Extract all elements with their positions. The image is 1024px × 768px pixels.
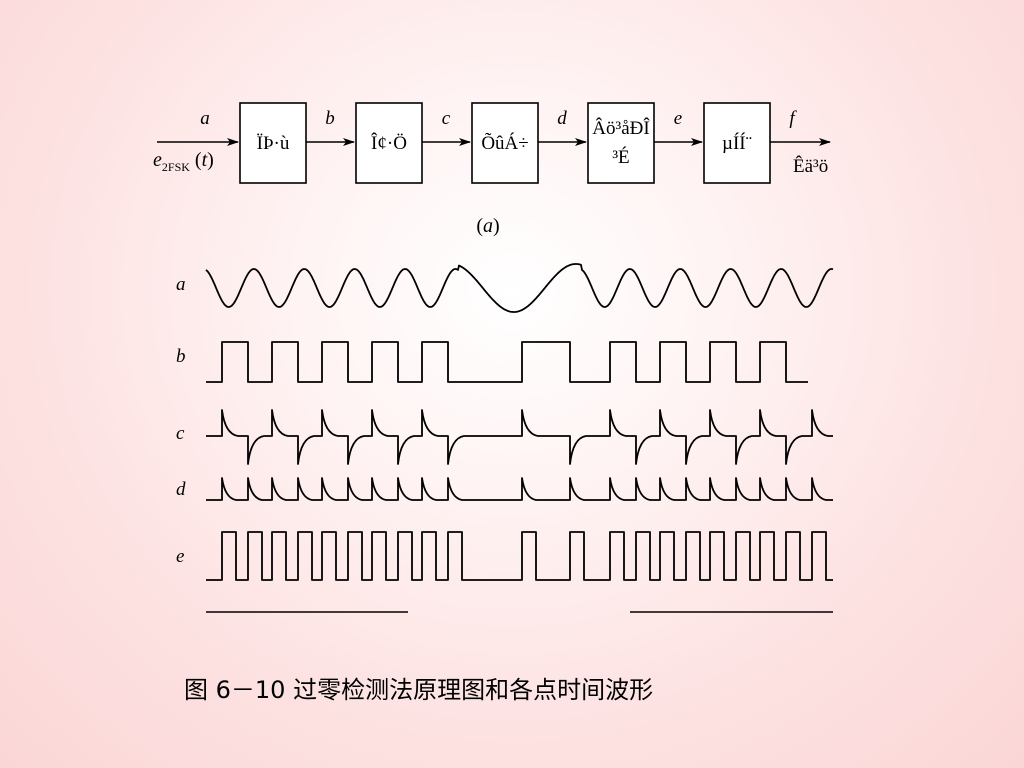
waveform-label-c: c <box>176 423 185 444</box>
waveform-label-b: b <box>176 346 186 367</box>
waveform-c-differentiated <box>206 409 833 465</box>
waveform-label-a: a <box>176 274 186 295</box>
input-signal-label: e2FSK (t) <box>153 149 214 174</box>
block-diagram: ÏÞ·ù Î¢·Ö ÕûÁ÷ Âö³åÐÎ ³É µÍÍ¨ a b c d e … <box>153 102 831 184</box>
waveform-e-pulses <box>206 531 833 581</box>
figure-caption: 图 6－10 过零检测法原理图和各点时间波形 <box>184 676 654 704</box>
node-label-c: c <box>442 108 451 129</box>
waveform-label-e: e <box>176 546 184 567</box>
block-text-rectifier: ÕûÁ÷ <box>481 132 528 154</box>
block-rectifier <box>471 102 539 184</box>
sub-caption: (a) <box>476 215 499 237</box>
block-text-limiter: ÏÞ·ù <box>257 133 290 154</box>
node-label-e: e <box>674 108 682 129</box>
block-text-differentiator: Î¢·Ö <box>371 132 407 154</box>
block-lowpass <box>703 102 771 184</box>
waveform-a-fsk-input <box>205 263 834 313</box>
node-label-b: b <box>325 108 335 129</box>
block-limiter <box>239 102 307 184</box>
block-text-lowpass: µÍÍ¨ <box>722 132 752 154</box>
node-label-a: a <box>200 108 210 129</box>
waveform-d-rectified <box>206 477 833 501</box>
block-differentiator <box>355 102 423 184</box>
block-pulse-former <box>587 102 655 184</box>
output-label: Êä³ö <box>793 155 828 177</box>
waveform-label-d: d <box>176 479 186 500</box>
block-text-pulse-former-1: Âö³åÐÎ <box>592 117 650 139</box>
block-text-pulse-former-2: ³É <box>612 146 629 168</box>
waveform-b-limited <box>206 341 808 383</box>
node-label-f: f <box>789 108 797 129</box>
node-label-d: d <box>557 108 567 129</box>
